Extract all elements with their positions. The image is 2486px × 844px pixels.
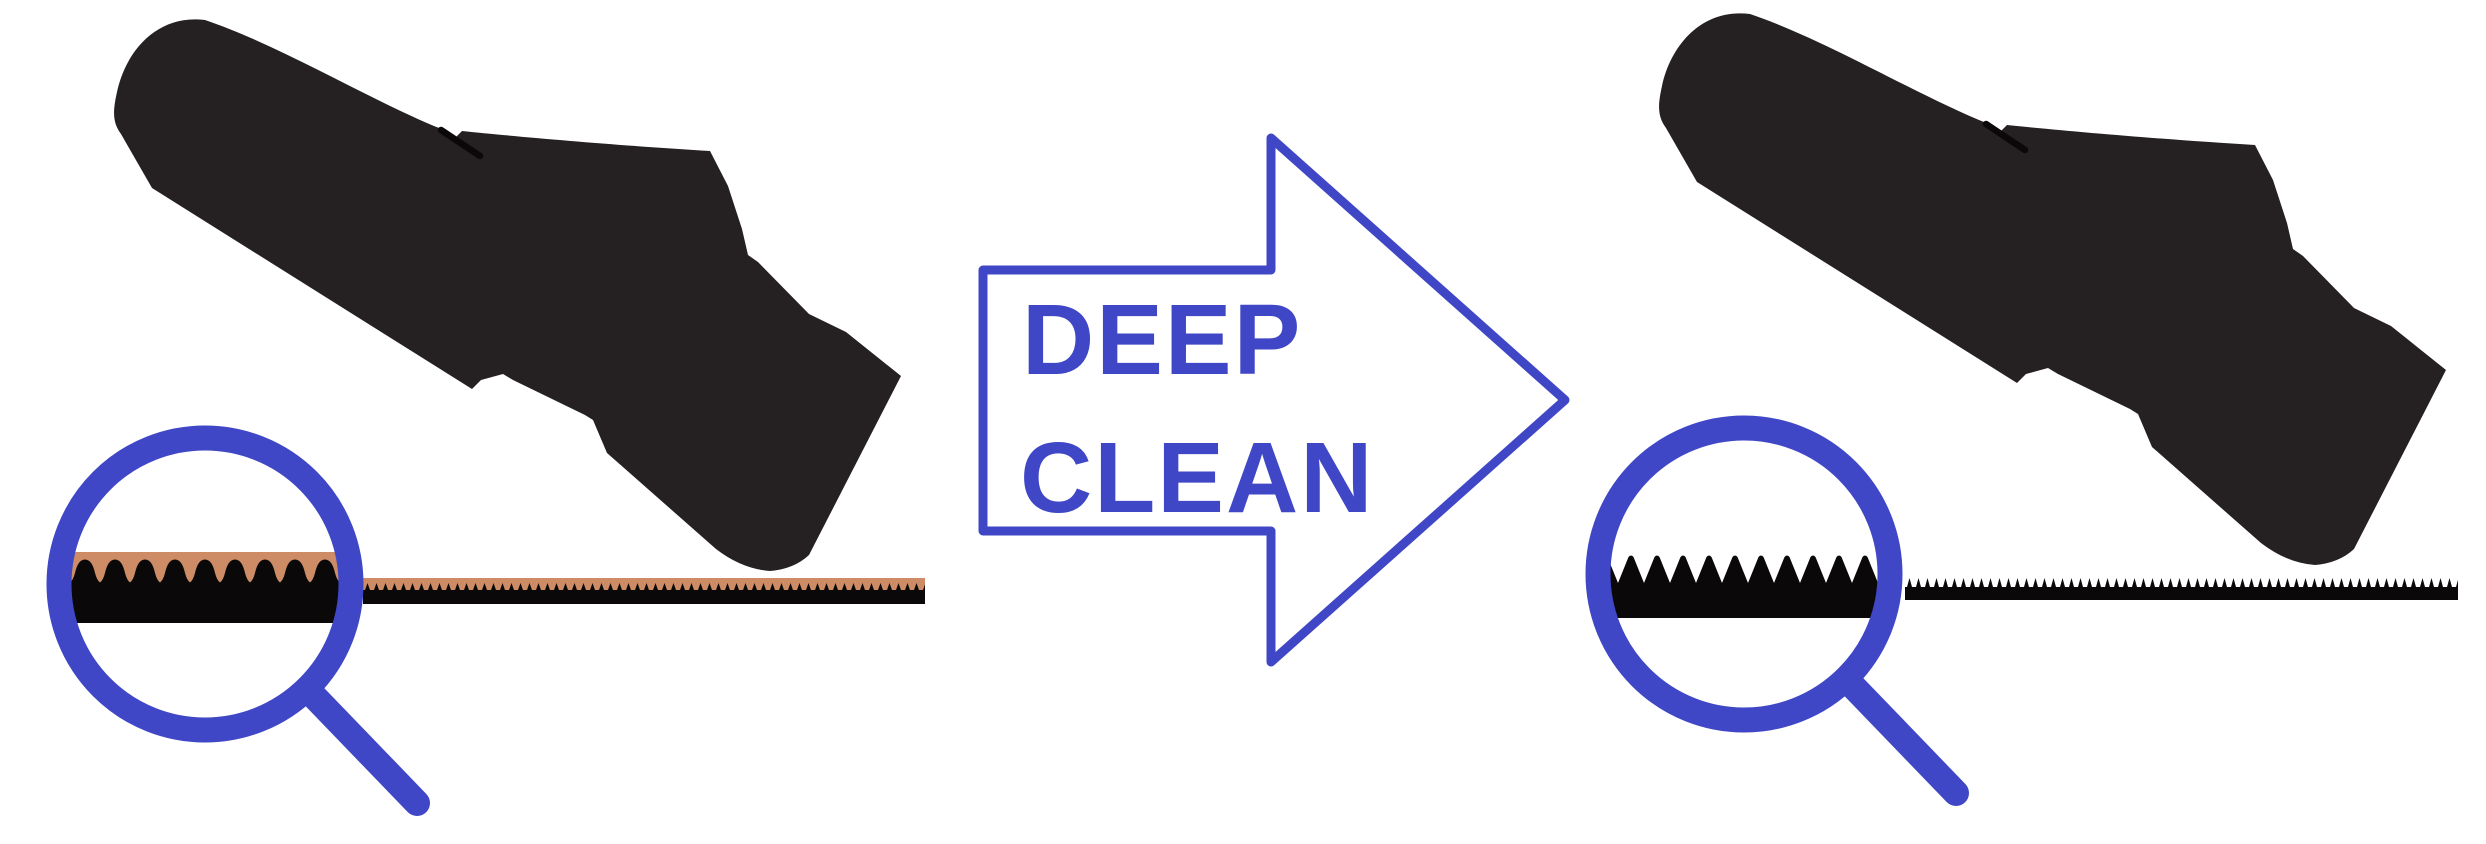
magnifier-icon: [46, 425, 430, 816]
clean-sole-tread-strip: [1905, 574, 2458, 600]
arrow-label-line1: DEEP: [1022, 284, 1302, 396]
before-panel: [46, 19, 925, 816]
magnifier-handle: [1835, 668, 1969, 806]
dirty-sole-tread-strip: [363, 578, 925, 604]
right-arrow-icon: DEEP CLEAN: [978, 133, 1570, 667]
dirty-shoe-silhouette: [114, 19, 901, 571]
after-panel: [1585, 13, 2458, 806]
magnifier-handle: [296, 678, 430, 816]
magnifier-icon: [1585, 415, 1969, 806]
magnified-clean-tread: [1609, 553, 1879, 618]
magnifier-lens-ring: [46, 425, 364, 743]
arrow-outline: [978, 133, 1570, 667]
clean-shoe-silhouette: [1659, 13, 2446, 565]
magnifier-lens-ring: [1585, 415, 1903, 733]
arrow-label-line2: CLEAN: [1020, 422, 1374, 534]
magnified-dirty-tread: [70, 552, 340, 623]
